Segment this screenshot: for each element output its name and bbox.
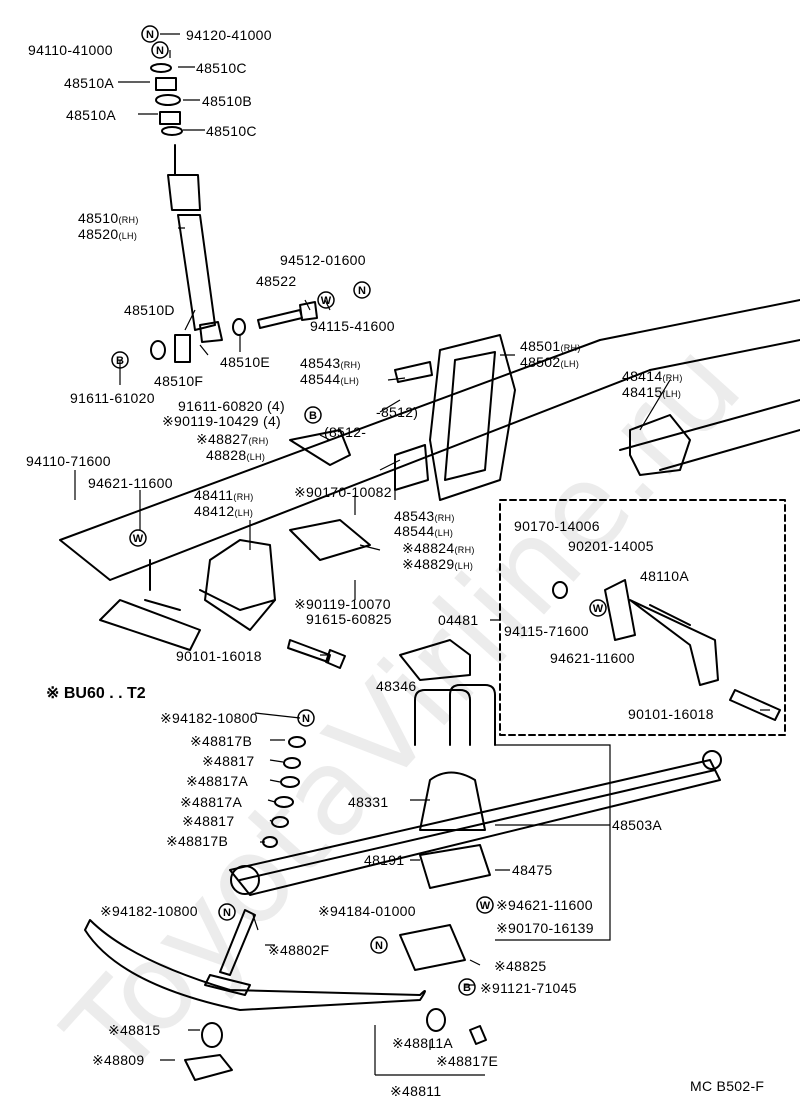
part-label: 48412(LH) (194, 503, 254, 519)
part-label: ※48817 (202, 753, 255, 769)
part-label: 48415(LH) (622, 384, 682, 400)
part-label: ※94182-10800 (160, 710, 258, 726)
part-label: ※48817A (186, 773, 249, 789)
part-label: 48503A (612, 817, 663, 833)
diagram-code: MC B502-F (690, 1078, 765, 1094)
part-label: 90101-16018 (628, 706, 714, 722)
part-label: ※94621-11600 (496, 897, 593, 913)
w-symbol: W (593, 603, 604, 615)
part-label: 48501(RH) (520, 338, 581, 354)
part-label: 48346 (376, 678, 417, 694)
n-symbol: N (375, 940, 383, 952)
part-label: ※48817 (182, 813, 235, 829)
part-label: 48544(LH) (300, 371, 360, 387)
part-label: 94110-71600 (26, 453, 111, 469)
part-label: 91615-60825 (306, 611, 392, 627)
b-symbol: B (309, 410, 317, 422)
part-label: ※48817E (436, 1053, 499, 1069)
w-symbol: W (480, 900, 491, 912)
part-label: -8512) (376, 404, 419, 420)
part-label: 94120-41000 (186, 27, 272, 43)
part-label: 48191 (364, 852, 405, 868)
part-label: ※48817A (180, 794, 243, 810)
part-label: 48510B (202, 93, 253, 109)
part-label: 94621-11600 (550, 650, 635, 666)
part-label: 48510D (124, 302, 175, 318)
w-symbol: W (133, 533, 144, 545)
part-label: ※48809 (92, 1052, 145, 1068)
part-label: 48520(LH) (78, 226, 138, 242)
part-label: 48331 (348, 794, 389, 810)
part-label: ※48817B (190, 733, 253, 749)
part-label: 48510E (220, 354, 271, 370)
part-label: 48510(RH) (78, 210, 139, 226)
part-label: 94115-71600 (504, 623, 589, 639)
part-label: 04481 (438, 612, 479, 628)
part-label: ※91121-71045 (480, 980, 577, 996)
part-label: 48543(RH) (300, 355, 361, 371)
part-label: 94621-11600 (88, 475, 173, 491)
part-label: 48110A (640, 568, 690, 584)
part-label: 91611-60820 (4) (178, 398, 285, 414)
n-symbol: N (156, 45, 164, 57)
part-label: 48475 (512, 862, 553, 878)
model-note: ※ BU60 . . T2 (46, 685, 146, 702)
part-label: 48510A (64, 75, 115, 91)
part-label: ※48824(RH) (402, 540, 475, 556)
part-label: ※94184-01000 (318, 903, 416, 919)
n-symbol: N (358, 285, 366, 297)
part-label: ※48829(LH) (402, 556, 474, 572)
part-label: ※48811 (390, 1083, 442, 1099)
part-label: ※90119-10429 (4) (162, 413, 282, 429)
part-label: 94110-41000 (28, 42, 113, 58)
part-label: 48510C (196, 60, 247, 76)
part-label: 48543(RH) (394, 508, 455, 524)
part-label: (8512- (324, 424, 367, 440)
part-label: ※90119-10070 (294, 596, 391, 612)
part-label: 94115-41600 (310, 318, 395, 334)
part-label: ※90170-10082 (294, 484, 392, 500)
part-label: 48411(RH) (194, 487, 254, 503)
n-symbol: N (302, 713, 310, 725)
part-label: ※94182-10800 (100, 903, 198, 919)
part-label: 48544(LH) (394, 523, 454, 539)
n-symbol: N (146, 29, 154, 41)
part-label: 91611-61020 (70, 390, 155, 406)
part-label: ※48815 (108, 1022, 161, 1038)
w-symbol: W (321, 295, 332, 307)
part-label: ※90170-16139 (496, 920, 594, 936)
part-label: 48828(LH) (206, 447, 266, 463)
part-label: ※48827(RH) (196, 431, 269, 447)
part-label: 48414(RH) (622, 368, 683, 384)
part-label: 48510A (66, 107, 117, 123)
part-label: ※48817B (166, 833, 229, 849)
b-symbol: B (116, 355, 124, 367)
part-label: 90101-16018 (176, 648, 262, 664)
part-label: 48522 (256, 273, 297, 289)
part-label: ※48802F (268, 942, 330, 958)
part-label: 90201-14005 (568, 538, 654, 554)
part-label: 48510C (206, 123, 257, 139)
part-label: 48510F (154, 373, 204, 389)
n-symbol: N (223, 907, 231, 919)
part-label: ※48811A (392, 1035, 454, 1051)
part-label: 94512-01600 (280, 252, 366, 268)
b-symbol: B (463, 982, 471, 994)
part-label: 90170-14006 (514, 518, 600, 534)
part-label: 48502(LH) (520, 354, 580, 370)
part-label: ※48825 (494, 958, 547, 974)
